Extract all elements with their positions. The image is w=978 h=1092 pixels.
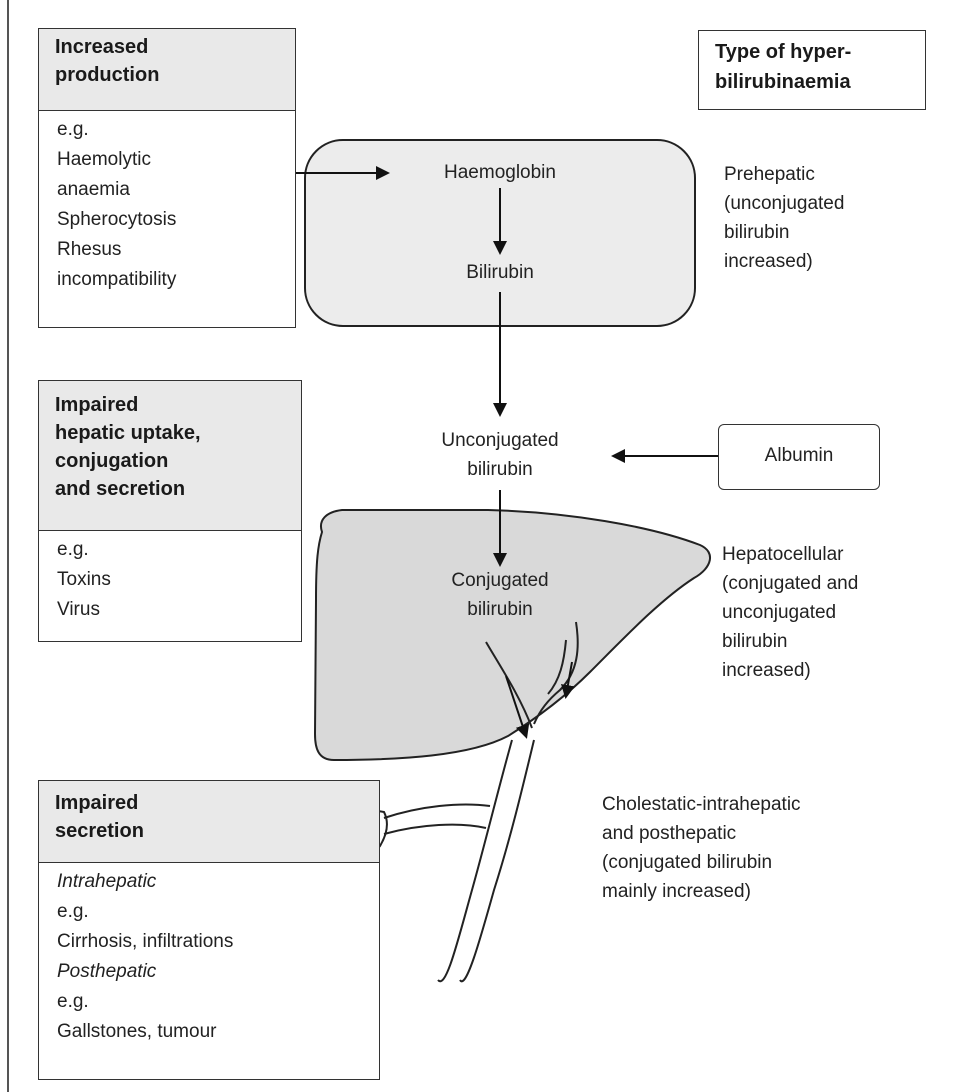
haemoglobin-label: Haemoglobin (400, 158, 600, 187)
impaired-hepatic-title: Impaired hepatic uptake, conjugation and… (39, 381, 301, 531)
albumin-box: Albumin (718, 424, 880, 490)
type-heading-box: Type of hyper- bilirubinaemia (698, 30, 926, 110)
impaired-secretion-title-line-1: Impaired (55, 789, 379, 817)
increased-production-body: e.g. Haemolytic anaemia Spherocytosis Rh… (39, 111, 295, 295)
impaired-secretion-box: Impaired secretion Intrahepatic e.g. Cir… (38, 780, 380, 1080)
hepatocellular-line-4: bilirubin (722, 627, 858, 656)
intrahepatic-eg: e.g. (57, 897, 379, 927)
hepatic-eg: e.g. (57, 535, 301, 565)
hepatic-toxins: Toxins (57, 565, 301, 595)
impaired-hepatic-box: Impaired hepatic uptake, conjugation and… (38, 380, 302, 642)
prehepatic-line-2: (unconjugated (724, 189, 844, 218)
impaired-hepatic-body: e.g. Toxins Virus (39, 531, 301, 625)
posthepatic-examples: Gallstones, tumour (57, 1017, 379, 1047)
intrahepatic-heading: Intrahepatic (57, 867, 379, 897)
hepatocellular-line-5: increased) (722, 656, 858, 685)
cystic-duct-top (384, 805, 490, 819)
cholestatic-line-2: and posthepatic (602, 819, 801, 848)
impaired-secretion-title-line-2: secretion (55, 817, 379, 845)
hepatocellular-line-2: (conjugated and (722, 569, 858, 598)
posthepatic-eg: e.g. (57, 987, 379, 1017)
increased-production-title-line-1: Increased (55, 33, 295, 61)
type-heading-line-1: Type of hyper- (715, 37, 925, 67)
prehepatic-line-1: Prehepatic (724, 160, 844, 189)
prehepatic-line-3: bilirubin (724, 218, 844, 247)
production-anaemia: anaemia (57, 175, 295, 205)
cystic-duct-bottom (384, 825, 486, 834)
bilirubin-label: Bilirubin (400, 258, 600, 287)
increased-production-title-line-2: production (55, 61, 295, 89)
impaired-hepatic-title-line-1: Impaired (55, 391, 301, 419)
unconjugated-bilirubin-label: Unconjugated bilirubin (400, 426, 600, 484)
common-bile-duct-left-wall (438, 740, 512, 981)
cholestatic-type-label: Cholestatic-intrahepatic and posthepatic… (602, 790, 801, 906)
cholestatic-line-4: mainly increased) (602, 877, 801, 906)
conjugated-bilirubin-label: Conjugated bilirubin (400, 566, 600, 624)
impaired-secretion-title: Impaired secretion (39, 781, 379, 863)
intrahepatic-examples: Cirrhosis, infiltrations (57, 927, 379, 957)
production-spherocytosis: Spherocytosis (57, 205, 295, 235)
hepatocellular-line-3: unconjugated (722, 598, 858, 627)
liver-shape (315, 510, 710, 760)
increased-production-title: Increased production (39, 29, 295, 111)
production-incompatibility: incompatibility (57, 265, 295, 295)
impaired-hepatic-title-line-4: and secretion (55, 475, 301, 503)
production-rhesus: Rhesus (57, 235, 295, 265)
common-bile-duct-right-wall (460, 740, 534, 981)
impaired-hepatic-title-line-2: hepatic uptake, (55, 419, 301, 447)
hepatocellular-line-1: Hepatocellular (722, 540, 858, 569)
unconjugated-line-2: bilirubin (400, 455, 600, 484)
posthepatic-heading: Posthepatic (57, 957, 379, 987)
production-haemolytic: Haemolytic (57, 145, 295, 175)
cholestatic-line-3: (conjugated bilirubin (602, 848, 801, 877)
prehepatic-line-4: increased) (724, 247, 844, 276)
impaired-hepatic-title-line-3: conjugation (55, 447, 301, 475)
conjugated-line-1: Conjugated (400, 566, 600, 595)
type-heading-line-2: bilirubinaemia (715, 67, 925, 97)
prehepatic-type-label: Prehepatic (unconjugated bilirubin incre… (724, 160, 844, 276)
hepatic-virus: Virus (57, 595, 301, 625)
production-eg: e.g. (57, 115, 295, 145)
unconjugated-line-1: Unconjugated (400, 426, 600, 455)
albumin-label: Albumin (765, 445, 834, 466)
increased-production-box: Increased production e.g. Haemolytic ana… (38, 28, 296, 328)
impaired-secretion-body: Intrahepatic e.g. Cirrhosis, infiltratio… (39, 863, 379, 1047)
cholestatic-line-1: Cholestatic-intrahepatic (602, 790, 801, 819)
conjugated-line-2: bilirubin (400, 595, 600, 624)
hepatocellular-type-label: Hepatocellular (conjugated and unconjuga… (722, 540, 858, 685)
